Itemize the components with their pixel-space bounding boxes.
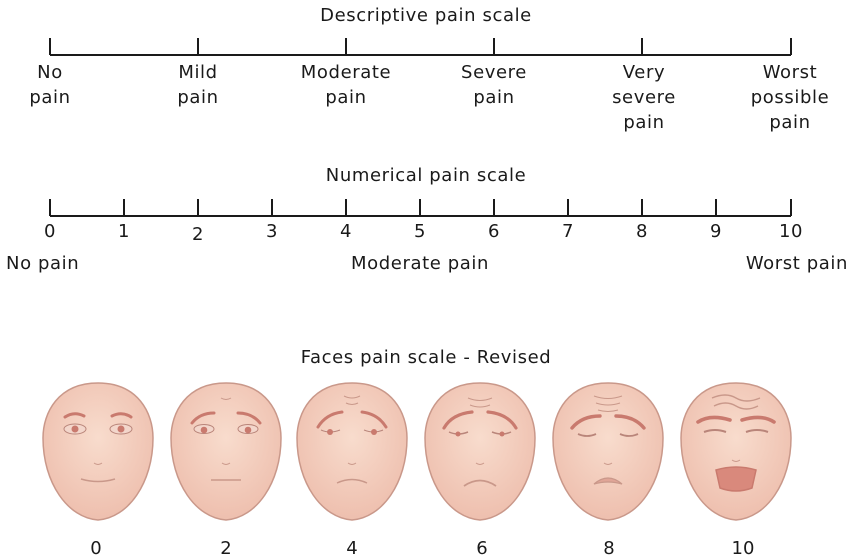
face-score-6: 6 [452, 538, 512, 559]
face-2 [171, 383, 281, 520]
face-score-8: 8 [579, 538, 639, 559]
face-8 [553, 383, 663, 520]
face-score-10: 10 [713, 538, 773, 559]
face-score-0: 0 [66, 538, 126, 559]
face-6 [425, 383, 535, 520]
face-4 [297, 383, 407, 520]
face-0 [43, 383, 153, 520]
face-10 [681, 383, 791, 520]
face-score-2: 2 [196, 538, 256, 559]
face-score-4: 4 [322, 538, 382, 559]
